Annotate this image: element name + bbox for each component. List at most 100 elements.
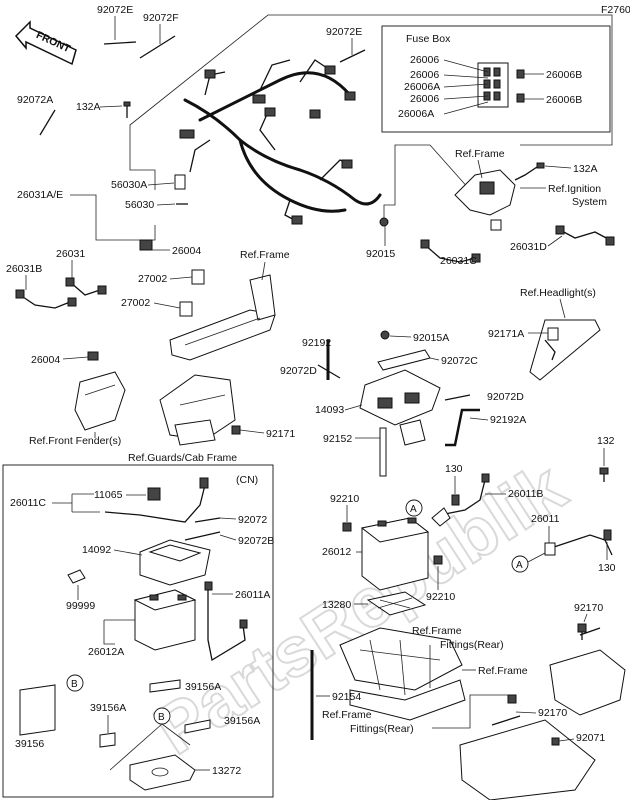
main-wiring-harness-icon <box>179 59 382 225</box>
cn-label: (CN) <box>236 474 258 486</box>
clamp-92072A-icon <box>39 109 56 136</box>
sticker-39156A-a-icon <box>149 679 181 693</box>
rod-92192A-icon <box>445 408 480 447</box>
warning-plate-39156-icon <box>19 684 56 736</box>
bolt-92071-icon <box>551 737 560 746</box>
label-14092: 14092 <box>82 544 111 556</box>
label-39156A-a: 39156A <box>185 681 221 693</box>
fuse-box-leaders <box>443 59 544 115</box>
sticker-39156A-b-icon <box>99 732 116 748</box>
label-92170-a: 92170 <box>574 602 603 614</box>
ref-frame-fittings-2b: Fittings(Rear) <box>350 723 414 735</box>
nut-92015A-icon <box>380 330 390 340</box>
label-92192: 92192 <box>302 337 331 349</box>
label-27002-b: 27002 <box>121 297 150 309</box>
front-arrow-icon: FRONT <box>14 20 77 66</box>
rear-frame-icon <box>339 627 466 721</box>
ref-front-fender: Ref.Front Fender(s) <box>29 435 121 447</box>
label-92210-b: 92210 <box>426 591 455 603</box>
clamp-lower-icon <box>491 715 521 726</box>
clamp-92072B-icon <box>184 531 221 541</box>
callout-a-1-text: A <box>410 504 417 515</box>
bolt-132-icon <box>599 467 609 482</box>
headlight-bracket-icon <box>529 319 601 381</box>
label-39156A-c: 39156A <box>224 715 260 727</box>
clamp-92072C-icon <box>377 349 431 371</box>
label-11065: 11065 <box>94 489 123 501</box>
label-39156A-b: 39156A <box>90 702 126 714</box>
ref-frame-a: Ref.Frame <box>455 148 505 160</box>
bracket-14093-icon <box>359 369 441 446</box>
label-26012A: 26012A <box>88 646 124 658</box>
cn-region-frame <box>2 464 274 798</box>
ref-guards: Ref.Guards/Cab Frame <box>128 452 237 464</box>
battery-case-14092-icon <box>139 539 211 586</box>
rear-cover-lower-icon <box>459 719 596 800</box>
cable-26011-icon <box>544 534 613 556</box>
bolt-132A-b-icon <box>536 162 545 169</box>
label-26011C: 26011C <box>10 497 46 509</box>
label-26031B: 26031B <box>6 263 42 275</box>
label-92152: 92152 <box>323 433 352 445</box>
label-26012: 26012 <box>322 546 351 558</box>
ref-ignition-1: Ref.Ignition <box>548 183 601 195</box>
sub-harness-26031-icon <box>65 277 107 296</box>
clamp-92072E-icon <box>103 41 137 45</box>
figure-code: F2760 <box>601 4 630 16</box>
label-26031: 26031 <box>56 248 85 260</box>
callout-b-1: B <box>66 674 84 692</box>
fuse-label-6: 26006B <box>546 69 582 81</box>
clamp-92072E-b-icon <box>339 49 366 63</box>
cable-26011A-icon <box>204 581 248 662</box>
label-13280: 13280 <box>322 599 351 611</box>
sub-harness-26031B-icon <box>15 289 77 309</box>
ignition-system-icon <box>454 164 541 231</box>
label-13272: 13272 <box>212 765 241 777</box>
label-92210-a: 92210 <box>330 493 359 505</box>
relay-56030A-icon <box>174 174 186 190</box>
label-132: 132 <box>597 435 615 447</box>
terminal-a-icon <box>431 507 451 527</box>
fuse-label-4: 26006 <box>410 93 439 105</box>
label-92171A: 92171A <box>488 328 524 340</box>
label-92071: 92071 <box>576 732 605 744</box>
clamp-92072D-b-icon <box>444 394 471 401</box>
cap-11065-icon <box>147 487 161 501</box>
rod-92152-icon <box>379 427 387 477</box>
label-92171: 92171 <box>266 428 295 440</box>
callout-b-2-text: B <box>158 712 165 723</box>
connector-26004-icon <box>139 239 153 251</box>
label-132A-b: 132A <box>573 163 598 175</box>
label-92072F: 92072F <box>143 12 179 24</box>
label-92072: 92072 <box>238 514 267 526</box>
label-92154: 92154 <box>332 691 361 703</box>
clamp-92072F-icon <box>139 35 176 59</box>
ref-frame-fittings-1b: Fittings(Rear) <box>440 639 504 651</box>
label-27002-a: 27002 <box>138 273 167 285</box>
callout-a-2: A <box>511 555 529 573</box>
battery-26012A-icon <box>133 589 197 651</box>
label-26031AE: 26031A/E <box>17 189 63 201</box>
nut-92210-a-icon <box>342 522 352 532</box>
label-39156: 39156 <box>15 738 44 750</box>
label-92072A: 92072A <box>17 94 53 106</box>
clamp-92072-icon <box>194 517 221 523</box>
ref-headlights: Ref.Headlight(s) <box>520 287 596 299</box>
ref-frame-fittings-2a: Ref.Frame <box>322 709 372 721</box>
sub-harness-26031C-icon <box>420 239 481 263</box>
cable-26011B-icon <box>439 473 490 516</box>
fuse-label-1: 26006 <box>410 54 439 66</box>
label-132A-a: 132A <box>76 101 101 113</box>
harness-group-outline <box>129 14 613 190</box>
bolt-132A-icon <box>123 101 131 118</box>
battery-26012-icon <box>360 517 430 591</box>
label-26004-a: 26004 <box>172 245 201 257</box>
label-99999: 99999 <box>66 600 95 612</box>
label-92192A: 92192A <box>490 414 526 426</box>
label-14093: 14093 <box>315 404 344 416</box>
label-92072D-b: 92072D <box>487 391 524 403</box>
sub-harness-26031D-icon <box>555 225 615 246</box>
label-26011: 26011 <box>531 513 560 525</box>
fuse-label-2: 26006 <box>410 69 439 81</box>
